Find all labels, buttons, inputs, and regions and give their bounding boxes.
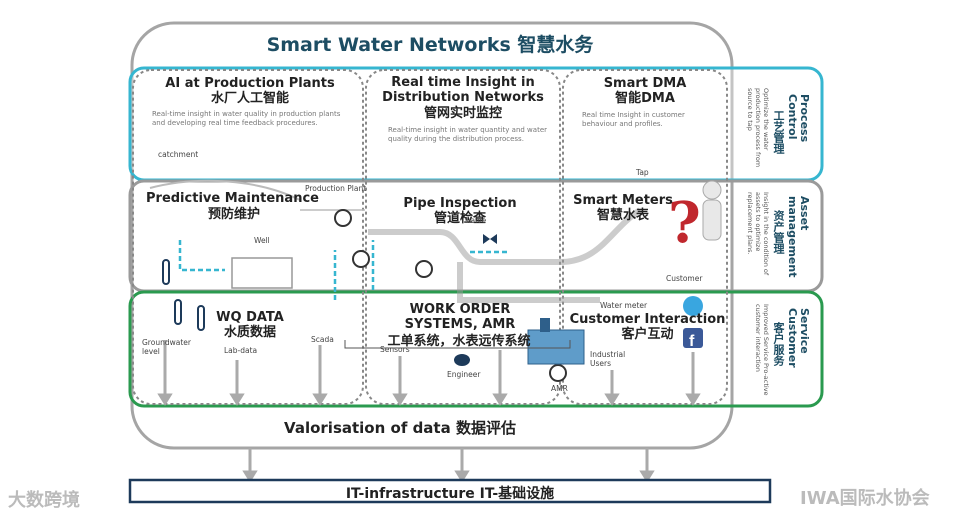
watermark-right: IWA国际水协会 [800, 488, 930, 509]
wq-data-title: WQ DATA [216, 310, 284, 325]
gauge-icon-4 [549, 364, 567, 382]
factory-chimney-icon [540, 318, 550, 332]
label-lab-data: Lab-data [224, 346, 258, 355]
row-label-service: Service Customer [786, 308, 811, 368]
column-3-desc: Real time Insight in customer behaviour … [582, 111, 685, 128]
gauge-icon-2 [352, 250, 370, 268]
column-1-title-cn: 水厂人工智能 [210, 91, 289, 106]
thermometer-icon-1 [162, 259, 170, 285]
person-body-icon [702, 199, 722, 241]
pipe-inspection-title-cn: 管道检查 [433, 211, 486, 226]
label-engineer: Engineer [447, 370, 481, 379]
label-catchment: catchment [158, 150, 199, 159]
column-2-desc: Real-time insight in water quantity and … [388, 126, 548, 143]
facebook-letter-icon: f [689, 333, 695, 350]
work-order-title: WORK ORDER SYSTEMS, AMR [404, 302, 516, 332]
well-tank [231, 257, 293, 289]
label-water-meter: Water meter [600, 301, 648, 310]
row-label-asset: Asset management [786, 196, 811, 278]
landscape-line [149, 179, 301, 201]
facebook-icon [683, 328, 703, 348]
label-sensors: Sensors [380, 345, 410, 354]
pipe-lower [457, 262, 600, 303]
column-1-title: AI at Production Plants [165, 76, 335, 91]
thermometer-icon-2 [174, 299, 182, 325]
column-2-title-cn: 管网实时监控 [423, 106, 502, 121]
row-desc-process: Optimize the water production process fr… [746, 88, 770, 168]
label-industrial-users: Industrial Users [590, 350, 626, 368]
label-tap: Tap [636, 168, 649, 177]
row-desc-asset: Insight in the condition of assets to op… [746, 192, 770, 276]
column-frame-2 [365, 69, 561, 405]
label-well: Well [254, 236, 270, 245]
row-label-service-cn: 客户服务 [772, 322, 785, 366]
label-scada: Scada [311, 335, 334, 344]
work-order-title-cn: 工单系统，水表远传系统 [387, 334, 531, 349]
factory-icon [527, 329, 585, 365]
label-amr: AMR [551, 384, 568, 393]
label-groundwater: Groundwater level [142, 338, 191, 356]
pipe-main [368, 229, 560, 265]
column-frame-1 [132, 69, 364, 405]
predictive-maintenance-title-cn: 预防维护 [208, 207, 261, 222]
row-frame-service [128, 290, 824, 408]
row-label-asset-cn: 资产管理 [772, 210, 785, 254]
predictive-maintenance-title: Predictive Maintenance [146, 191, 319, 206]
gauge-icon-3 [415, 260, 433, 278]
valorisation-label: Valorisation of data 数据评估 [284, 419, 516, 437]
it-infrastructure-label: IT-infrastructure IT-基础设施 [345, 486, 555, 502]
pipe-inspection-title: Pipe Inspection [403, 196, 517, 211]
label-valve: Valve [466, 216, 487, 225]
smart-meters-title: Smart Meters [573, 193, 673, 208]
column-frame-3 [562, 69, 728, 405]
customer-interaction-title-cn: 客户互动 [621, 327, 674, 342]
label-customer: Customer [666, 274, 703, 283]
label-production-plant: Production Plant [305, 184, 367, 193]
person-head-icon [702, 180, 722, 200]
row-desc-service: Improved Service Pro-active customer int… [754, 304, 770, 396]
column-3-title-cn: 智能DMA [615, 91, 675, 106]
thermometer-icon-3 [197, 305, 205, 331]
column-2-title: Real time Insight in Distribution Networ… [382, 75, 544, 105]
wq-data-title-cn: 水质数据 [223, 325, 276, 340]
twitter-icon [683, 296, 703, 316]
watermark-left: 大数跨境 [8, 490, 80, 511]
column-3-title: Smart DMA [603, 76, 687, 91]
valve-icon [483, 234, 497, 244]
gauge-icon-1 [334, 209, 352, 227]
it-infrastructure-bar [128, 478, 772, 504]
row-label-process-cn: 工艺管理 [772, 110, 785, 154]
question-mark-icon: ? [668, 190, 701, 256]
column-1-desc: Real-time insight in water quality in pr… [152, 110, 341, 127]
engineer-icon [454, 354, 470, 366]
diagram-title: Smart Water Networks 智慧水务 [266, 34, 594, 56]
customer-interaction-title: Customer Interaction [569, 312, 726, 327]
flow-arrow-1 [178, 240, 225, 272]
pipe-to-tap [559, 207, 642, 265]
work-order-bracket [344, 340, 571, 349]
smart-meters-title-cn: 智慧水表 [596, 208, 649, 223]
row-label-process: Process Control [786, 94, 811, 143]
